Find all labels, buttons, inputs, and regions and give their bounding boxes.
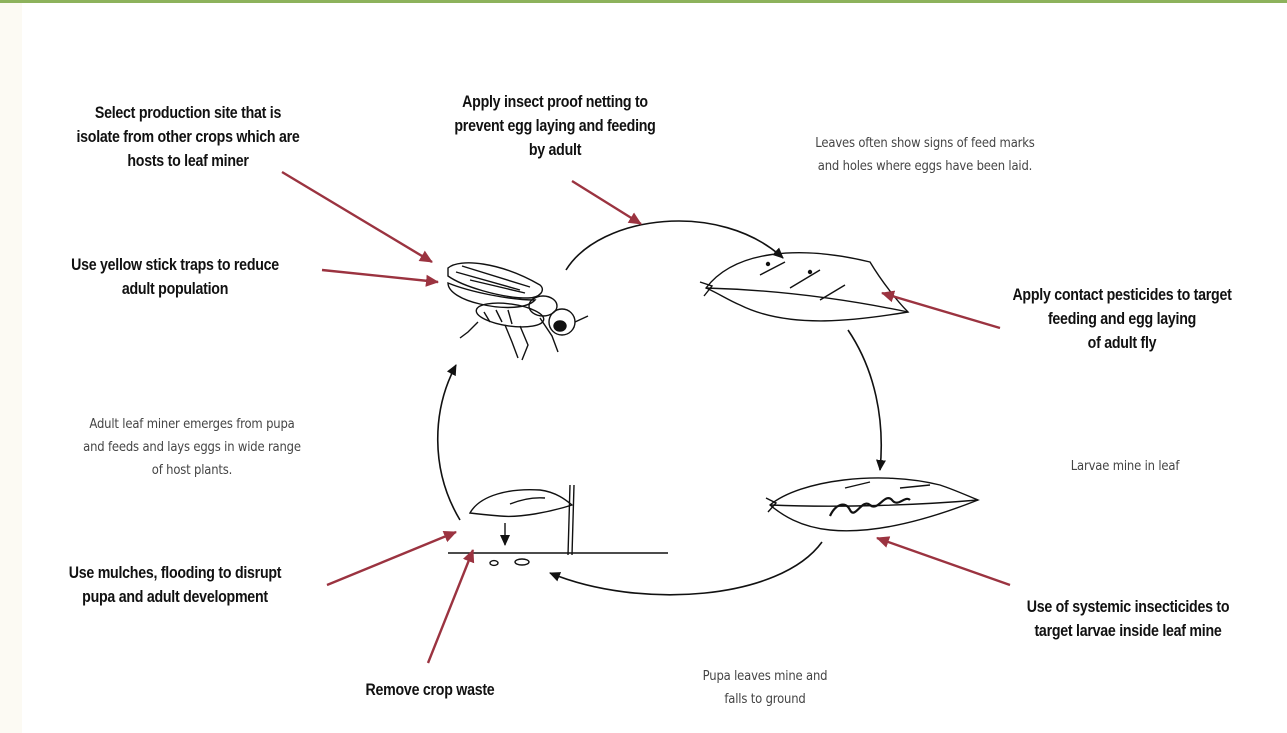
adult-fly-icon — [448, 263, 588, 360]
control-arrow-netting — [572, 181, 641, 224]
cycle-arrow-pupa-to-adult — [438, 365, 460, 520]
control-label-systemic: Use of systemic insecticides to target l… — [999, 595, 1257, 643]
cycle-arrow-larvae-to-pupa — [550, 542, 822, 595]
cycle-arrow-leaf-to-larvae — [848, 330, 881, 470]
cycle-arrow-adult-to-leaf — [566, 221, 783, 270]
control-arrow-site — [282, 172, 432, 262]
stage-label-adult: Adult leaf miner emerges from pupa and f… — [46, 413, 338, 482]
control-label-waste: Remove crop waste — [344, 678, 516, 702]
pupa-on-ground-icon — [448, 485, 668, 565]
stage-label-leaves: Leaves often show signs of feed marks an… — [770, 132, 1080, 178]
control-label-traps: Use yellow stick traps to reduce adult p… — [37, 253, 312, 301]
stage-label-pupa: Pupa leaves mine and falls to ground — [679, 665, 851, 711]
stage-label-larvae: Larvae mine in leaf — [1043, 455, 1206, 478]
control-arrow-traps — [322, 270, 438, 282]
leaf-with-mine-icon — [766, 478, 978, 531]
control-label-mulch: Use mulches, flooding to disrupt pupa an… — [37, 561, 312, 609]
control-label-site: Select production site that is isolate f… — [42, 101, 334, 173]
control-label-netting: Apply insect proof netting to prevent eg… — [422, 90, 689, 162]
control-arrow-systemic — [877, 538, 1010, 585]
control-label-contact: Apply contact pesticides to target feedi… — [993, 283, 1251, 355]
control-arrow-waste — [428, 550, 473, 663]
control-arrow-mulch — [327, 532, 456, 585]
leaf-with-eggs-icon — [700, 253, 908, 321]
